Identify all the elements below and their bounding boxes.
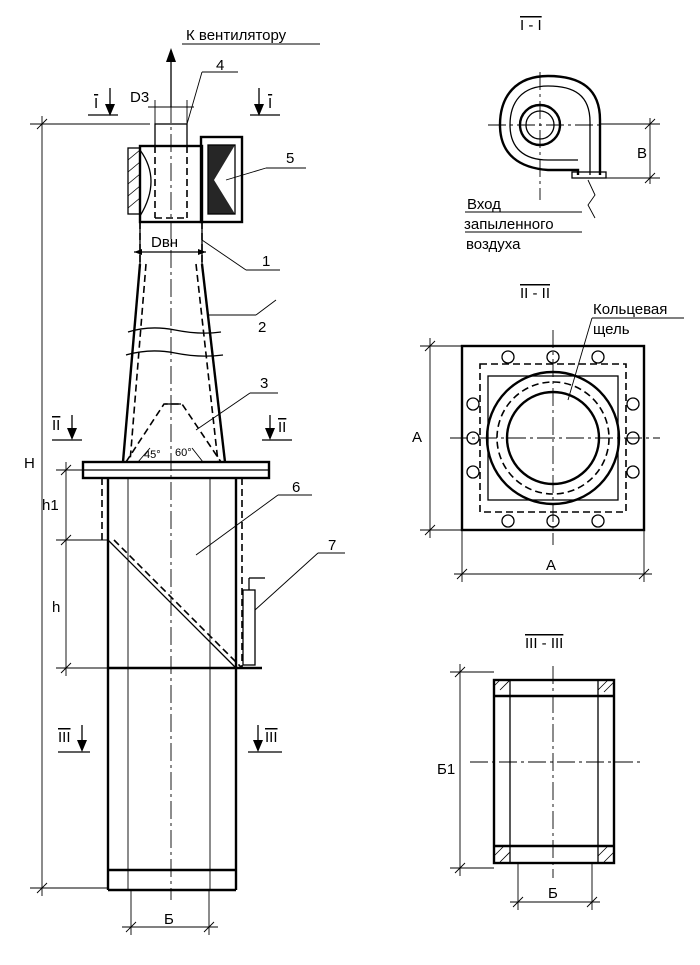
main-elevation: К вентилятору D3 Dвн H h1 h Б 45° 60° 4 … — [24, 27, 345, 935]
angle-45: 45° — [144, 449, 161, 461]
section-2: II - II A A Кольцевая щель — [412, 285, 684, 582]
angle-60: 60° — [175, 447, 192, 459]
ring-slot-line-1: Кольцевая — [593, 301, 667, 318]
part-1: 1 — [262, 253, 270, 270]
part-2: 2 — [258, 319, 266, 336]
section-1-title: I - I — [520, 17, 542, 34]
h1-label: h1 — [42, 497, 59, 514]
part-3: 3 — [260, 375, 268, 392]
inner-cone — [125, 403, 222, 463]
fan-arrow — [166, 48, 176, 62]
cut-marker-2-left: II — [52, 417, 60, 434]
section-3: III - III Б1 Б — [437, 635, 640, 910]
a-horizontal-label: A — [546, 557, 556, 574]
cut-marker-1-right: I — [268, 95, 272, 112]
d3-label: D3 — [130, 89, 149, 106]
bunker-section — [492, 678, 616, 865]
b-section-label: Б — [548, 885, 558, 902]
cone-right — [200, 263, 227, 463]
inlet-line-2: запыленного — [464, 216, 554, 233]
a-vertical-label: A — [412, 429, 422, 446]
ring-slot-line-2: щель — [593, 321, 630, 338]
part-4: 4 — [216, 57, 224, 74]
volute-left — [139, 149, 152, 217]
h-label: H — [24, 455, 35, 472]
cone-left — [121, 263, 142, 463]
cut-marker-3-right: III — [265, 729, 278, 746]
cut-marker-3-left: III — [58, 729, 71, 746]
inlet-line-3: воздуха — [466, 236, 521, 253]
dvn-label: Dвн — [151, 234, 178, 251]
b-inlet-label: B — [637, 145, 647, 162]
fan-label: К вентилятору — [186, 27, 287, 44]
gate-valve — [242, 589, 256, 666]
inlet-line-1: Вход — [467, 196, 501, 213]
inclined-plate — [107, 539, 237, 669]
inlet-box — [199, 135, 244, 224]
section-3-title: III - III — [525, 635, 563, 652]
b-main-label: Б — [164, 911, 174, 928]
section-2-title: II - II — [520, 285, 550, 302]
cut-marker-2-right: II — [278, 419, 286, 436]
section-1: I - I B Вход запыленного воздуха — [464, 17, 660, 253]
cut-marker-1-left: I — [94, 95, 98, 112]
small-h-label: h — [52, 599, 60, 616]
part-6: 6 — [292, 479, 300, 496]
part-7: 7 — [328, 537, 336, 554]
part-5: 5 — [286, 150, 294, 167]
b1-label: Б1 — [437, 761, 455, 778]
volute-outline — [498, 74, 602, 175]
